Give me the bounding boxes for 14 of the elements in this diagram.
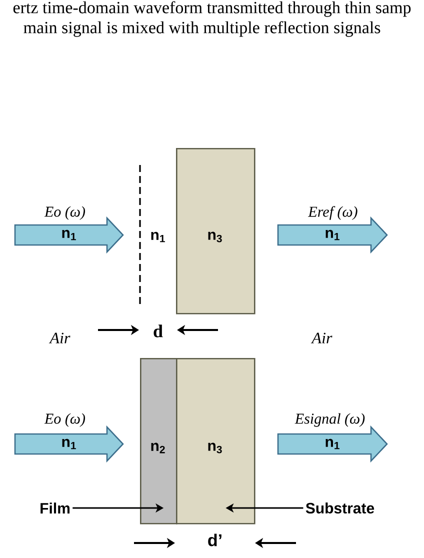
- caption-line: ertz time-domain waveform transmitted through thin samp: [13, 1, 411, 17]
- medium-label: Air: [310, 332, 332, 344]
- dimension-label: d: [154, 324, 163, 338]
- callout-label: Film: [40, 502, 70, 514]
- index-label: n$_{1}$: [151, 232, 165, 242]
- dimension-label: d’: [208, 534, 222, 546]
- substrate-block: n$_{3}$: [176, 148, 256, 314]
- wave-label: Esignal (ω): [294, 413, 365, 427]
- medium-label: Air: [48, 332, 70, 344]
- film-layer: n$_{2}$: [140, 358, 178, 524]
- caption-line: main signal is mixed with multiple reflection signals: [24, 21, 380, 37]
- callout-label: Substrate: [306, 502, 374, 514]
- wave-label: Eo (ω): [44, 413, 86, 427]
- substrate-block: n$_{3}$: [176, 358, 256, 524]
